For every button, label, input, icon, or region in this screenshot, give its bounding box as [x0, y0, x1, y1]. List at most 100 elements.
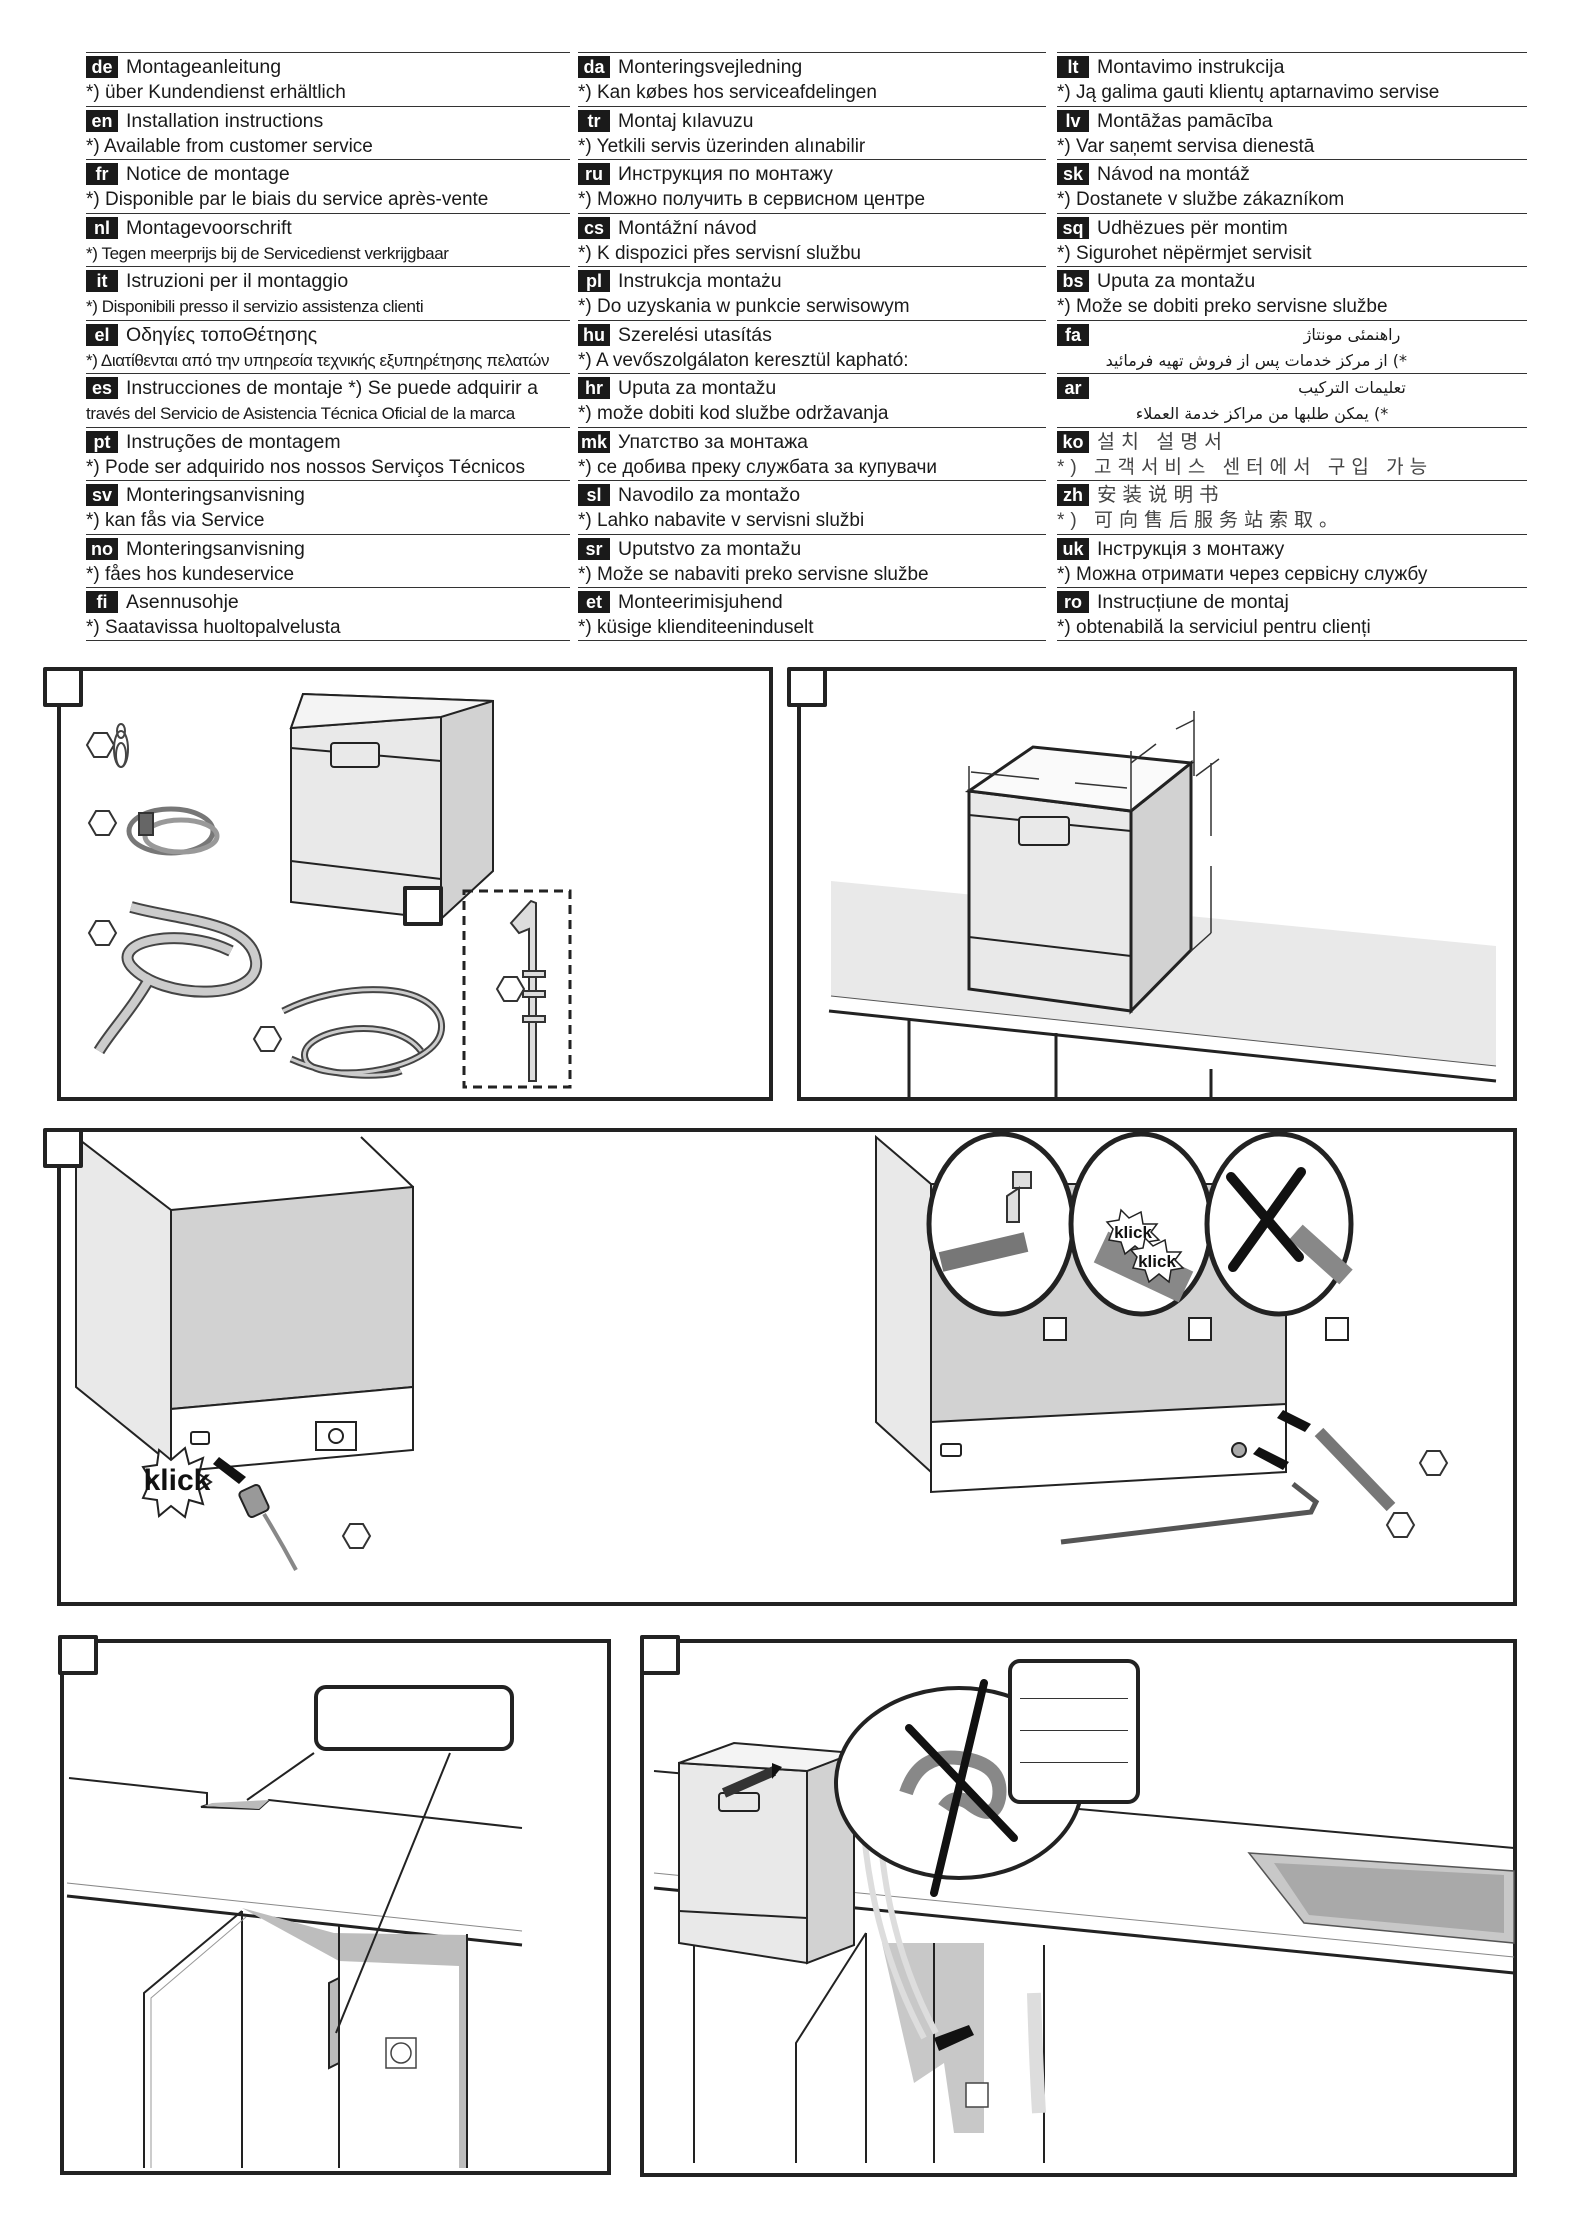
countertop-back-edge: [68, 1777, 523, 1829]
language-code-badge: et: [578, 591, 610, 613]
language-availability-note: *) küsige klienditeeninduselt: [578, 617, 814, 638]
language-title-row: cs Montážní návod: [578, 215, 1046, 241]
language-title: Szerelési utasítás: [618, 323, 772, 346]
language-code-badge: ru: [578, 163, 610, 185]
language-availability-note: *) يمكن طلبها من مراكز خدمة العملاء: [1135, 404, 1389, 423]
language-title: Instrucciones de montaje *) Se puede adq…: [126, 377, 538, 399]
language-entry-bs: bs Uputa za montažu *) Može se dobiti prek…: [1057, 266, 1527, 320]
substep-box-c: [1325, 1317, 1349, 1341]
language-code-badge: cs: [578, 216, 610, 239]
language-code-badge: da: [578, 56, 610, 78]
final-placement-illustration: [653, 1679, 1515, 2163]
language-availability-note: *) Može se dobiti preko servisne službe: [1057, 296, 1388, 317]
step-number-box-1: [43, 667, 83, 707]
language-availability-note: *) Pode ser adquirido nos nossos Serviço…: [86, 456, 525, 478]
optional-accessory-box: [462, 889, 572, 1089]
step-number-box-4: [58, 1635, 98, 1675]
language-code-badge: ar: [1057, 377, 1089, 399]
hexagon-label-drain-hose: [87, 920, 118, 946]
language-availability-note: *) Saatavissa huoltopalvelusta: [86, 617, 341, 638]
language-code-badge: sk: [1057, 163, 1089, 185]
language-title: Instrucțiune de montaj: [1097, 591, 1289, 613]
countertop-edge: [828, 1009, 1497, 1083]
substep-box-a: [1043, 1317, 1067, 1341]
language-title: تعليمات التركيب: [1298, 378, 1406, 397]
language-code-badge: zh: [1057, 484, 1089, 506]
siphon-pipe: [1027, 1992, 1046, 2114]
hexagon-label-power-cable: [87, 810, 118, 836]
language-availability-note: *) može dobiti kod službe održavanja: [578, 403, 889, 424]
language-code-badge: es: [86, 377, 118, 399]
hose-rinse-icon: [938, 1232, 1029, 1272]
detail-circle-rinse: [926, 1131, 1076, 1317]
language-title: 설치 설명서: [1097, 430, 1229, 453]
power-cable-icon: [126, 806, 220, 856]
language-title: Uputa za montažu: [1097, 270, 1256, 292]
language-availability-note: *) fåes hos kundeservice: [86, 563, 295, 585]
drain-hose-holder-icon: [509, 899, 546, 1082]
wall-socket-icon: [965, 2082, 989, 2108]
inlet-hose-icon: [1060, 1482, 1320, 1545]
language-code-badge: pl: [578, 270, 610, 292]
language-title: راهنمئى مونتاژ: [1303, 324, 1401, 344]
language-code-badge: hu: [578, 323, 610, 346]
language-availability-note: *) Sigurohet nëpërmjet servisit: [1057, 242, 1312, 264]
substep-box-b: [1188, 1317, 1212, 1341]
language-title: Montážní návod: [618, 216, 757, 239]
cabinet-shadow: [242, 1908, 467, 2168]
language-entry-es: es Instrucciones de montaje *) Se puede a…: [86, 373, 570, 427]
language-code-badge: ro: [1057, 591, 1089, 613]
language-entry-ar: ar تعليمات التركيب *) يمكن طلبها من مراكز …: [1057, 373, 1527, 427]
language-title: Installation instructions: [126, 109, 324, 132]
language-title: Instruções de montagem: [126, 430, 341, 453]
callout-label-box-lined: [1008, 1659, 1140, 1804]
inlet-hose-icon: [281, 986, 445, 1079]
klick-label-1: klick: [144, 1464, 211, 1497]
language-title: Οδηγίες τοποΘέτησης: [126, 323, 318, 346]
language-availability-note: *) Ją galima gauti klientų aptarnavimo s…: [1057, 82, 1440, 103]
language-code-badge: bs: [1057, 270, 1089, 292]
insert-arrow-icon: [934, 2025, 974, 2051]
step-number-box-optional: [403, 886, 443, 926]
language-title-row: hu Szerelési utasítás: [578, 322, 1046, 348]
language-title-row: es Instrucciones de montaje *) Se puede a…: [86, 375, 570, 401]
language-title: Udhëzues për montim: [1097, 216, 1288, 239]
language-title: Monteringsanvisning: [126, 484, 305, 506]
language-code-badge: el: [86, 323, 118, 346]
language-availability-note: través del Servicio de Asistencia Técnic…: [86, 404, 515, 423]
dishwasher-illustration: [964, 745, 1195, 1015]
language-availability-note: *) Tegen meerprijs bij de Servicedienst …: [86, 243, 449, 263]
language-availability-note: *) Διατίθενται από την υπηρεσία τεχνικής…: [86, 350, 550, 370]
language-title-row: ro Instrucțiune de montaj: [1057, 589, 1527, 615]
cabinet-cutout-illustration: [66, 1752, 523, 2168]
language-code-badge: sr: [578, 537, 610, 560]
language-availability-note: *) Можна отримати через сервісну службу: [1057, 563, 1428, 585]
accessories-illustration: [85, 692, 572, 1089]
language-title: Návod na montáž: [1097, 163, 1250, 185]
tap-icon: [1006, 1171, 1032, 1223]
drain-hose-icon: [1314, 1427, 1396, 1512]
